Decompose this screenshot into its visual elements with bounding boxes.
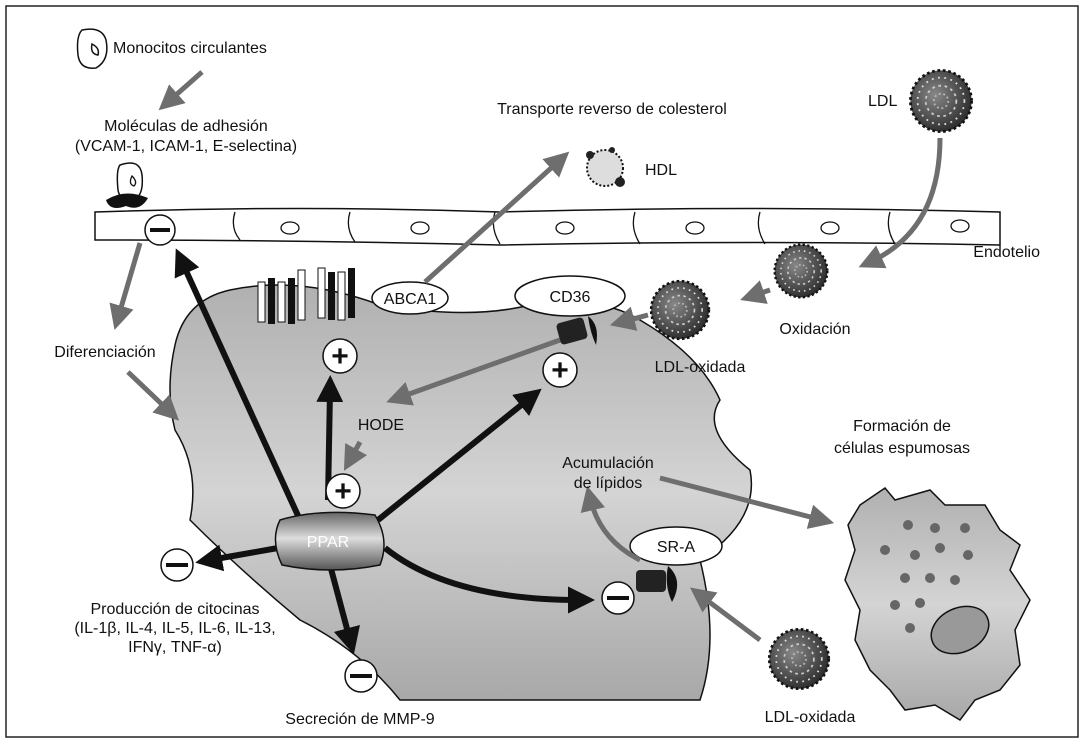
cd36-badge — [514, 275, 626, 317]
hdl-particle-icon — [586, 147, 625, 187]
monocytes-label: Monocitos circulantes — [113, 40, 267, 57]
ldl-label: LDL — [868, 93, 897, 110]
sra-label: SR-A — [657, 539, 696, 556]
macrophage-cell — [169, 284, 753, 701]
reverse-transport-label: Transporte reverso de colesterol — [497, 101, 727, 118]
reverse-transport-arrow — [423, 151, 570, 284]
sra-badge — [629, 526, 723, 566]
lipid-accumulation-label-2: de lípidos — [574, 475, 643, 492]
sra-to-lipid-arrow — [580, 485, 642, 563]
foam-cell-icon — [844, 486, 1031, 721]
minus-sra-icon — [601, 581, 635, 615]
ldl-to-cd36-arrow — [609, 306, 649, 331]
adhesion-list: (VCAM-1, ICAM-1, E-selectina) — [75, 138, 297, 155]
svg-text:+: + — [334, 475, 352, 508]
minus-mmp9-icon — [344, 659, 378, 693]
plus-abca1-icon: + — [322, 338, 358, 374]
svg-text:+: + — [551, 354, 569, 387]
cd36-receptor-icon — [556, 316, 597, 345]
oxidized-ldl-particle-icon — [649, 279, 711, 341]
ppar-to-cytokines-arrow — [195, 544, 279, 572]
foam-cell-arrow — [659, 475, 835, 529]
adhesion-title: Moléculas de adhesión — [104, 118, 268, 135]
hode-arrow — [343, 440, 367, 471]
differentiation-arrow — [109, 242, 143, 330]
oxidizing-ldl-particle-icon — [773, 243, 829, 299]
endothelium-label: Endotelio — [973, 244, 1040, 261]
abca1-transporter-icon — [257, 267, 355, 324]
foam-cells-label-1: Formación de — [853, 418, 951, 435]
ppar-to-adhesion-arrow — [174, 248, 303, 522]
sra-receptor-icon — [636, 566, 678, 602]
hdl-label: HDL — [645, 162, 677, 179]
endothelium — [94, 207, 1001, 246]
minus-cytokines-icon — [160, 548, 194, 582]
cytokines-label-2: (IL-1β, IL-4, IL-5, IL-6, IL-13, — [74, 620, 275, 637]
foam-cells-label-2: células espumosas — [834, 440, 970, 457]
frame-border — [5, 5, 1079, 738]
ppar-to-sra-arrow — [383, 545, 595, 614]
mmp9-label: Secreción de MMP-9 — [285, 711, 434, 728]
ppar-to-mmp9-arrow — [327, 564, 360, 655]
abca1-label: ABCA1 — [384, 291, 437, 308]
ppar-label: PPAR — [307, 534, 349, 551]
ldl-oxidation-arrow — [858, 137, 943, 269]
cytokines-label-1: Producción de citocinas — [91, 601, 260, 618]
ldl-particle-icon — [909, 69, 973, 133]
ppar-to-cd36-arrow — [376, 388, 542, 523]
plus-hode-icon: + — [325, 473, 361, 509]
differentiation-to-cell-arrow — [126, 370, 180, 421]
cd36-to-hode-arrow — [386, 337, 561, 406]
ldl-to-sra-arrow — [690, 587, 762, 642]
oxidized-ldl-arrow — [740, 280, 771, 304]
oxidized-ldl-bottom-particle-icon — [767, 627, 831, 691]
ppar-receptor — [274, 511, 385, 571]
adhered-monocyte-icon — [106, 162, 148, 208]
cytokines-label-3: IFNγ, TNF-α) — [128, 639, 222, 656]
cd36-label: CD36 — [550, 289, 591, 306]
hode-label: HODE — [358, 417, 404, 434]
plus-cd36-icon: + — [542, 352, 578, 388]
monocyte-arrow — [158, 70, 204, 111]
minus-adhesion-icon — [144, 214, 176, 246]
monocyte-icon — [76, 28, 108, 69]
differentiation-label: Diferenciación — [54, 344, 155, 361]
ldl-oxidized-bottom-label: LDL-oxidada — [765, 709, 856, 726]
ldl-oxidized-top-label: LDL-oxidada — [655, 359, 746, 376]
svg-text:+: + — [331, 340, 349, 373]
abca1-badge — [371, 281, 449, 315]
oxidation-label: Oxidación — [779, 321, 850, 338]
lipid-accumulation-label-1: Acumulación — [562, 455, 654, 472]
